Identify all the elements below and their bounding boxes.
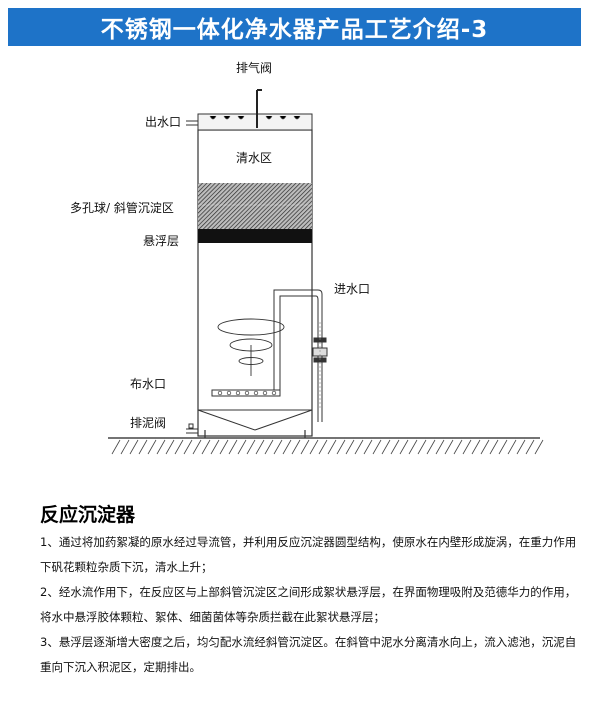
label-distribution-outlet: 布水口 — [130, 377, 166, 391]
label-water-outlet: 出水口 — [145, 115, 181, 129]
paragraph-2: 2、经水流作用下，在反应区与上部斜管沉淀区之间形成絮状悬浮层，在界面物理吸附及范… — [40, 585, 577, 624]
exhaust-valve — [256, 89, 262, 128]
page-title: 不锈钢一体化净水器产品工艺介绍-3 — [100, 17, 489, 43]
process-diagram: 排气阀 出水口 清水区 多孔球/ 斜管沉淀区 悬浮层 进水口 布水口 排泥阀 — [70, 60, 544, 455]
suspension-layer-band — [198, 229, 312, 243]
section-title: 反应沉淀器 — [40, 504, 136, 526]
vortex-flow — [217, 318, 285, 376]
label-sludge-valve: 排泥阀 — [130, 416, 166, 430]
label-tube-settling-zone: 多孔球/ 斜管沉淀区 — [70, 200, 174, 215]
tank — [197, 129, 313, 438]
paragraph-3: 3、悬浮层逐渐增大密度之后，均匀配水流经斜管沉淀区。在斜管中泥水分离清水向上，流… — [40, 635, 577, 674]
paragraph-1: 1、通过将加药絮凝的原水经过导流管，并利用反应沉淀器圆型结构，使原水在内壁形成旋… — [40, 535, 577, 574]
outlet-pipe — [186, 120, 198, 126]
title-banner: 不锈钢一体化净水器产品工艺介绍-3 — [8, 8, 581, 46]
label-water-inlet: 进水口 — [334, 282, 370, 296]
label-suspension-layer: 悬浮层 — [143, 234, 179, 248]
label-exhaust-valve: 排气阀 — [236, 60, 272, 75]
inlet-pipe — [273, 289, 328, 422]
ground — [108, 437, 544, 455]
label-clear-water-zone: 清水区 — [236, 151, 272, 165]
sludge-valve — [186, 423, 198, 434]
distribution-pipe — [211, 389, 281, 397]
collection-trough — [197, 113, 313, 131]
tube-settling-layer — [198, 183, 312, 229]
